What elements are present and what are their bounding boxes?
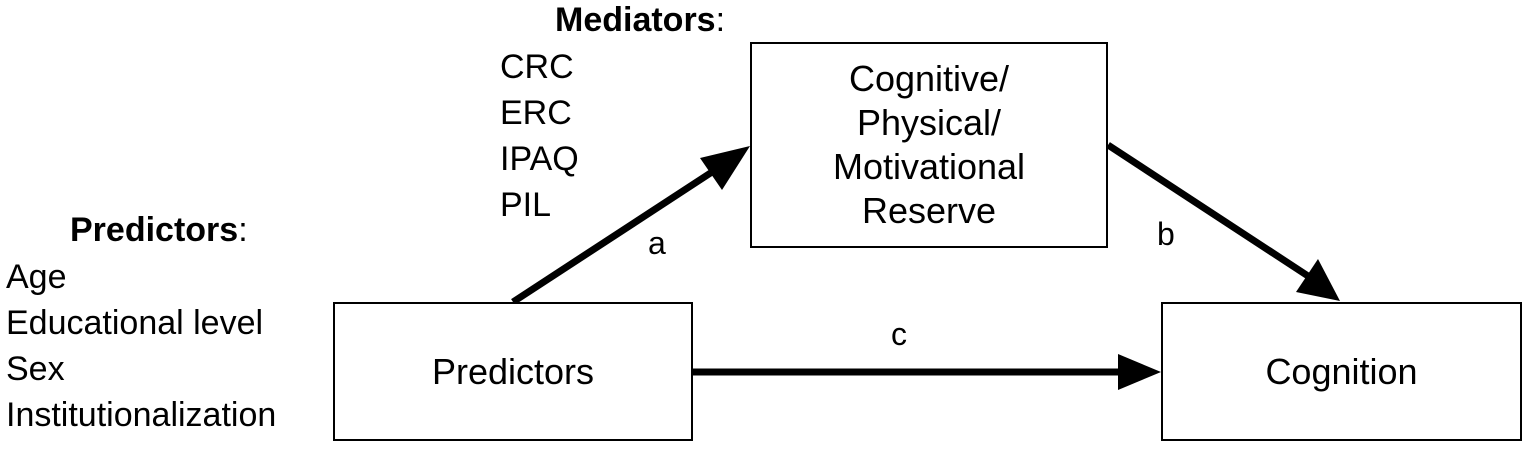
path-label-a: a <box>648 225 666 261</box>
cognition-box: Cognition <box>1161 302 1522 441</box>
predictor-item: Educational level <box>6 304 264 342</box>
predictor-item: Sex <box>6 350 65 388</box>
mediator-item: IPAQ <box>500 140 579 178</box>
mediator-item: ERC <box>500 94 572 132</box>
path-label-b: b <box>1157 216 1175 252</box>
mediators-heading-colon: : <box>715 1 726 39</box>
predictor-item: Institutionalization <box>6 396 277 434</box>
mediator-item: CRC <box>500 48 574 86</box>
predictors-heading-text: Predictors <box>70 211 239 249</box>
mediator-item: PIL <box>500 186 552 224</box>
predictor-item: Age <box>6 258 67 296</box>
predictors-heading: Predictors: <box>70 210 248 250</box>
mediators-list: CRC ERC IPAQ PIL <box>500 44 579 228</box>
arrow-a <box>511 146 750 305</box>
reserve-box-line: Motivational <box>832 146 1026 187</box>
reserve-box-line: Cognitive/ <box>848 58 1010 99</box>
arrow-b <box>1106 142 1340 301</box>
predictors-box: Predictors <box>333 302 693 441</box>
reserve-box: Cognitive/ Physical/ Motivational Reserv… <box>750 42 1108 248</box>
arrow-c <box>692 354 1161 390</box>
predictors-list: Age Educational level Sex Institutionali… <box>6 254 276 438</box>
path-label-c: c <box>891 316 907 352</box>
mediators-heading-text: Mediators <box>555 1 716 39</box>
reserve-box-line: Physical/ <box>856 102 1002 143</box>
reserve-box-line: Reserve <box>861 190 997 231</box>
predictors-box-label: Predictors <box>431 350 595 392</box>
cognition-box-label: Cognition <box>1265 350 1418 392</box>
mediators-heading: Mediators: <box>555 0 725 40</box>
predictors-heading-colon: : <box>238 211 248 249</box>
